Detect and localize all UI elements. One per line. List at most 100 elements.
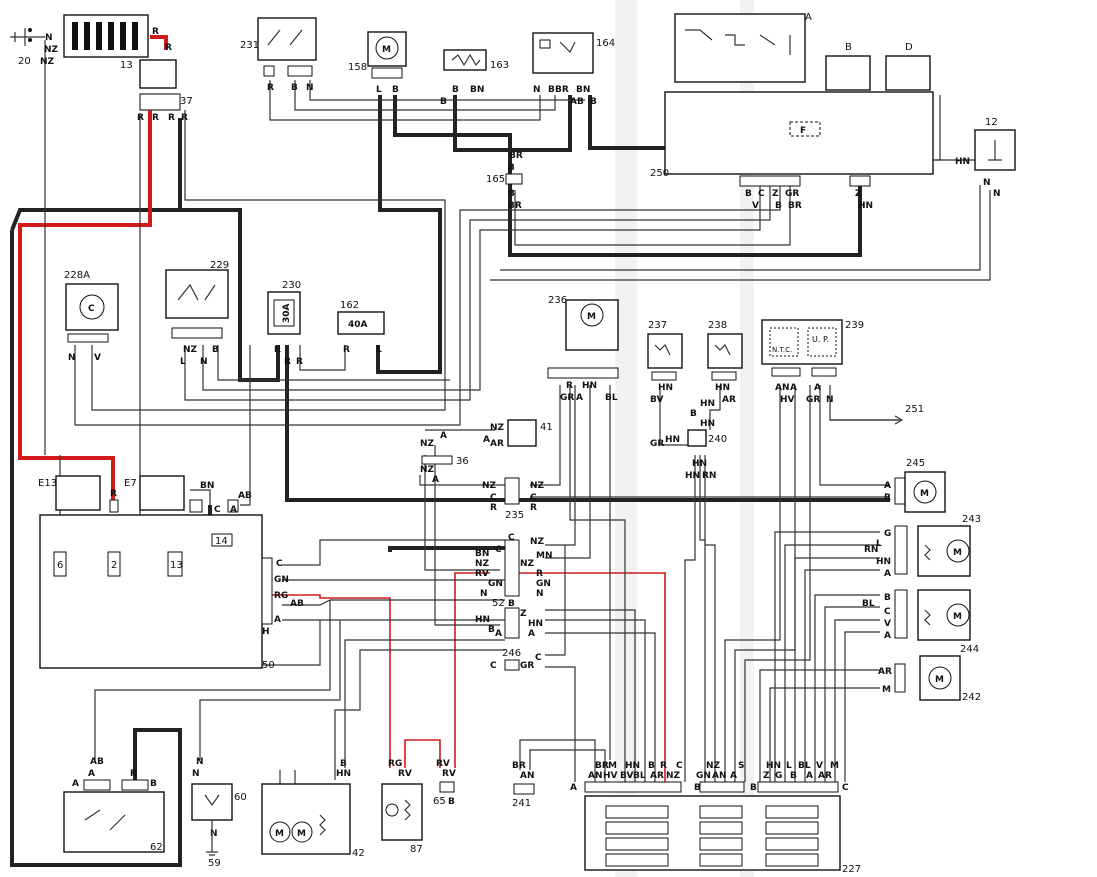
switch-229: 229 NZ L N B xyxy=(165,260,229,367)
component-label: 158 xyxy=(348,62,367,73)
wire-label: A xyxy=(884,631,891,641)
sensor-238: 238 HN AR xyxy=(707,320,743,405)
wire-label: B xyxy=(548,85,555,95)
wire-label: A xyxy=(790,383,797,393)
connector-letter: A xyxy=(570,783,577,793)
wire-label: B xyxy=(392,85,399,95)
wire-label: GR xyxy=(785,189,799,199)
wire-label: MN xyxy=(536,551,553,561)
wire-label: B xyxy=(775,201,782,211)
relay-164: 164 N B BR BN AB B xyxy=(532,32,615,107)
wire-label: A xyxy=(806,771,813,781)
wire-label: V xyxy=(816,761,823,771)
wire-label: HN xyxy=(858,201,873,211)
wire-label: R xyxy=(530,503,537,513)
wire-label: N xyxy=(196,757,204,767)
wire-label: R xyxy=(181,113,188,123)
component-label: 228A xyxy=(64,270,90,281)
component-label: 59 xyxy=(208,858,221,869)
wire-label: N xyxy=(480,589,488,599)
wire-label: HN xyxy=(700,419,715,429)
wire-label: R xyxy=(884,493,891,503)
wire-label: G xyxy=(775,771,782,781)
component-label: 164 xyxy=(596,38,615,49)
compressor-228A: 228A C N V xyxy=(64,270,119,363)
wire-label: B xyxy=(745,189,752,199)
wire-label: GR xyxy=(650,439,664,449)
wire-label: HV xyxy=(603,771,618,781)
wire-label: BN xyxy=(576,85,590,95)
wire-label: R xyxy=(267,83,274,93)
wire-label: A xyxy=(88,769,95,779)
component-label: 238 xyxy=(708,320,727,331)
connector-65: RV RV 65 B xyxy=(433,759,456,807)
component-label: 240 xyxy=(708,434,727,445)
wire-label: R xyxy=(165,43,172,53)
wire-label: A xyxy=(440,431,447,441)
wire-label: V xyxy=(884,619,891,629)
wire-label: RV xyxy=(442,769,456,779)
wire-label: R xyxy=(110,489,117,499)
component-label: 52 xyxy=(492,598,505,609)
wire-label: Z xyxy=(520,609,527,619)
battery-13: R 13 xyxy=(63,14,159,71)
component-label: 235 xyxy=(505,510,524,521)
wire-label: BL xyxy=(862,599,875,609)
wire-label: AR xyxy=(722,395,736,405)
wire-label: N xyxy=(192,769,200,779)
connector-246: 246 C GR C xyxy=(490,648,542,671)
component-label: 50 xyxy=(262,660,275,671)
component-label: 236 xyxy=(548,295,567,306)
wire-label: A xyxy=(483,435,490,445)
fan-assembly-42: AR GR M HN HN B B M M 42 xyxy=(261,759,365,859)
wire-label: BV xyxy=(650,395,663,405)
component-label: 162 xyxy=(340,300,359,311)
wire-label: B xyxy=(452,85,459,95)
component-label: 237 xyxy=(648,320,667,331)
wire-label: BR xyxy=(508,201,522,211)
component-label: 244 xyxy=(960,644,979,655)
wire-label: AR xyxy=(818,771,832,781)
wire-label: HN xyxy=(528,619,543,629)
wire-label: B xyxy=(340,759,347,769)
wire-label: BR xyxy=(555,85,569,95)
wire-label: HN xyxy=(658,383,673,393)
wire-label: NZ xyxy=(475,559,490,569)
wire-label: A xyxy=(432,475,439,485)
wire-label: A xyxy=(884,481,891,491)
switch-62: AB A R A B 62 xyxy=(63,757,165,853)
wire-label: C xyxy=(530,493,537,503)
up-label: U. P. xyxy=(812,335,829,344)
wire-label: NZ xyxy=(530,481,545,491)
wire-label: B xyxy=(790,771,797,781)
component-label: 250 xyxy=(650,168,669,179)
wire-label: HN xyxy=(582,381,597,391)
wire-label: A xyxy=(274,615,281,625)
component-label: 42 xyxy=(352,848,365,859)
component-label: F xyxy=(800,126,806,136)
wire-label: NZ xyxy=(490,423,505,433)
motor-242: M 242 AR M xyxy=(878,655,981,703)
wire-label: L xyxy=(876,539,882,549)
wire-label: HN xyxy=(685,471,700,481)
fuse-230: 230 30A R R R xyxy=(267,280,303,367)
wire-label: R xyxy=(168,113,175,123)
svg-text:M: M xyxy=(297,829,306,839)
wire-label: N xyxy=(983,178,991,188)
wire-label: HN xyxy=(715,383,730,393)
wire-label: HN xyxy=(955,157,970,167)
component-label: 165 xyxy=(486,174,505,185)
wire-label: NZ xyxy=(183,345,198,355)
component-label: 243 xyxy=(962,514,981,525)
wire-label: A xyxy=(576,393,583,403)
svg-text:M: M xyxy=(935,675,944,685)
wire-label: Z xyxy=(763,771,770,781)
paper-fold xyxy=(740,0,754,877)
sensor-unit-239: 239 N.T.C. U. P. AN A HV A GR N xyxy=(761,319,864,405)
wire-label: N xyxy=(68,353,76,363)
wire-label: GR xyxy=(560,393,574,403)
component-label: 227 xyxy=(842,864,861,875)
sensor-12: 12 HN N N xyxy=(955,117,1016,199)
component-label: 36 xyxy=(456,456,469,467)
wire-label: C xyxy=(276,559,283,569)
